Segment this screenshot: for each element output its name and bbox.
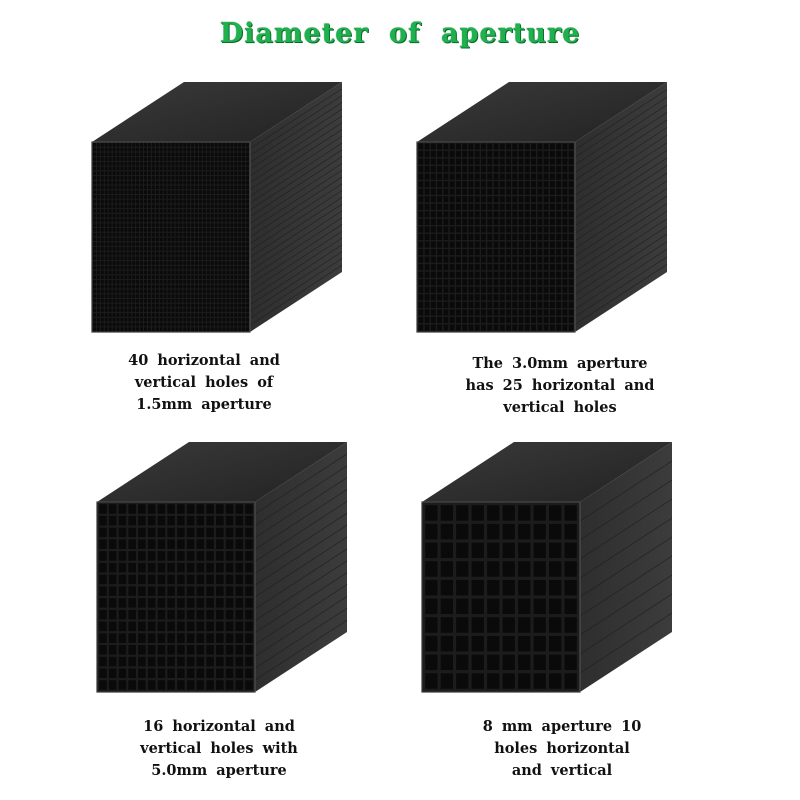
carbon-cube-1 xyxy=(80,70,350,350)
carbon-cube-4-image xyxy=(421,442,673,693)
carbon-cube-4 xyxy=(410,430,680,710)
carbon-cube-3 xyxy=(85,430,355,710)
caption-4: 8 mm aperture 10 holes horizontal and ve… xyxy=(482,718,642,779)
carbon-cube-3-image xyxy=(96,442,348,693)
page-title: Diameter of aperture xyxy=(219,18,581,49)
caption-1: 40 horizontal and vertical holes of 1.5m… xyxy=(128,352,280,413)
carbon-cube-1-image xyxy=(91,82,343,333)
carbon-cube-2 xyxy=(405,70,675,350)
caption-3: 16 horizontal and vertical holes with 5.… xyxy=(140,718,298,779)
carbon-cube-2-image xyxy=(416,82,668,333)
caption-2: The 3.0mm aperture has 25 horizontal and… xyxy=(465,355,655,416)
